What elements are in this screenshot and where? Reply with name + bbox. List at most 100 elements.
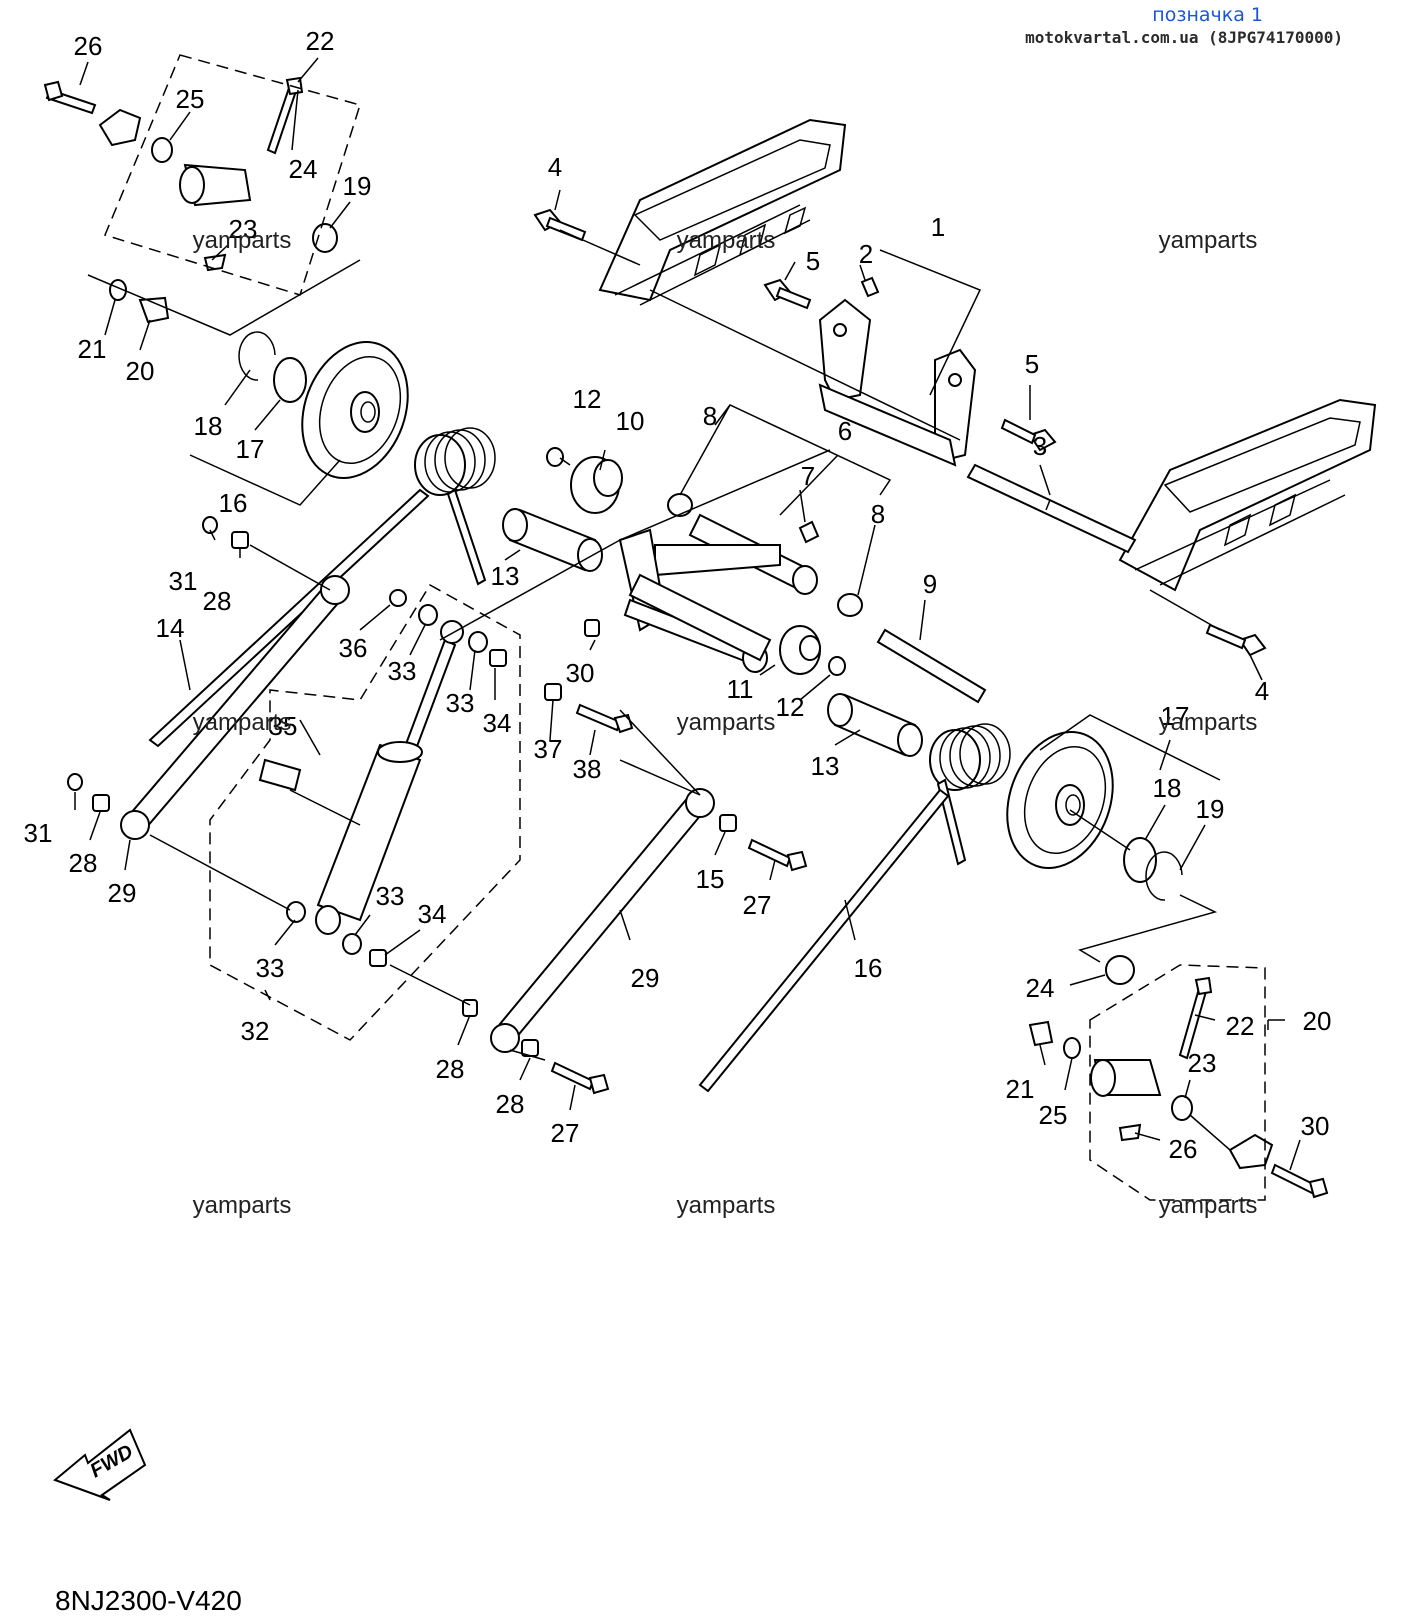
callout-13: 13 [491, 561, 520, 591]
callout-20: 20 [1303, 1006, 1332, 1036]
shaft-3 [966, 463, 1137, 554]
callout-11: 11 [727, 674, 754, 704]
watermark-text: yamparts [193, 227, 292, 254]
callout-10: 10 [616, 406, 645, 436]
callout-17: 17 [236, 434, 265, 464]
callout-23: 23 [229, 214, 258, 244]
fwd-arrow-icon: FWD [53, 1428, 147, 1501]
leader-lines [74, 57, 1301, 1171]
callout-18: 18 [1153, 773, 1182, 803]
callout-33: 33 [446, 688, 475, 718]
bushing-11 [779, 625, 821, 675]
bolt-5-a [763, 278, 812, 310]
bolt-5-b [1000, 418, 1057, 452]
frame-rail-upper [598, 118, 847, 306]
frame-rail-lower [1118, 398, 1377, 592]
callout-16: 16 [219, 488, 248, 518]
circlip-18-upper [238, 331, 276, 381]
callout-19: 19 [1196, 794, 1225, 824]
diagram-source: motokvartal.com.ua (8JPG74170000) [1025, 28, 1343, 47]
callout-28: 28 [203, 586, 232, 616]
bolt-4-upper [533, 208, 587, 242]
torsion-spring-upper [148, 427, 496, 748]
callout-25: 25 [176, 84, 205, 114]
callout-24: 24 [289, 154, 318, 184]
watermark-text: yamparts [1159, 709, 1258, 736]
circlip-18-lower [1145, 851, 1183, 901]
callout-21: 21 [1006, 1074, 1035, 1104]
watermark-text: yamparts [677, 709, 776, 736]
link-arm-29-left [120, 575, 350, 840]
torsion-spring-lower [698, 723, 1011, 1093]
callout-31: 31 [24, 818, 53, 848]
callout-29: 29 [108, 878, 137, 908]
idler-wheel-upper [301, 341, 409, 479]
callout-38: 38 [573, 754, 602, 784]
shock-group-outline [209, 583, 521, 1041]
callout-28: 28 [496, 1089, 525, 1119]
callout-33: 33 [256, 953, 285, 983]
callout-24: 24 [1026, 973, 1055, 1003]
callout-35: 35 [269, 711, 298, 741]
callout-27: 27 [551, 1118, 580, 1148]
callout-30: 30 [1301, 1111, 1330, 1141]
hub-assembly-22-lower [1028, 955, 1329, 1201]
callout-34: 34 [418, 899, 447, 929]
callout-25: 25 [1039, 1100, 1068, 1130]
watermark-text: yamparts [1159, 1192, 1258, 1219]
callout-33: 33 [388, 656, 417, 686]
callout-14: 14 [156, 613, 185, 643]
callout-3: 3 [1033, 431, 1047, 461]
tube-13-upper [502, 508, 603, 572]
callout-19: 19 [343, 171, 372, 201]
link-arm-29-right [490, 788, 715, 1053]
callout-27: 27 [743, 890, 772, 920]
callout-22: 22 [1226, 1011, 1255, 1041]
watermark-text: yamparts [677, 227, 776, 254]
callout-4: 4 [1255, 676, 1269, 706]
callout-1: 1 [931, 212, 945, 242]
grease-nipple-7 [798, 520, 820, 544]
callout-15: 15 [696, 864, 725, 894]
callout-16: 16 [854, 953, 883, 983]
idler-wheel-lower [1006, 731, 1114, 869]
callout-26: 26 [1169, 1134, 1198, 1164]
watermark-text: yamparts [677, 1192, 776, 1219]
callout-28: 28 [436, 1054, 465, 1084]
callout-8: 8 [871, 499, 885, 529]
watermarks: yamparts yamparts yamparts yamparts yamparts… [193, 227, 1258, 1219]
callout-32: 32 [241, 1016, 270, 1046]
callout-26: 26 [74, 31, 103, 61]
watermark-text: yamparts [1159, 227, 1258, 254]
bushing-10 [570, 456, 623, 514]
callout-22: 22 [306, 26, 335, 56]
callout-21: 21 [78, 334, 107, 364]
callout-8: 8 [703, 401, 717, 431]
callout-29: 29 [631, 963, 660, 993]
shock-absorber-32 [258, 620, 464, 935]
callout-31: 31 [169, 566, 198, 596]
callout-18: 18 [194, 411, 223, 441]
callout-20: 20 [126, 356, 155, 386]
callout-2: 2 [859, 239, 873, 269]
watermark-text: yamparts [193, 709, 292, 736]
callout-7: 7 [801, 461, 815, 491]
diagram-code: 8NJ2300-V420 [55, 1585, 242, 1616]
hub-assembly-22-upper [43, 54, 361, 324]
collar-8-a [667, 493, 693, 517]
callout-34: 34 [483, 708, 512, 738]
callout-28: 28 [69, 848, 98, 878]
shock-label-plate [258, 758, 302, 792]
callout-33: 33 [376, 881, 405, 911]
diagram-title[interactable]: позначка 1 [1152, 4, 1263, 26]
pin-9 [876, 628, 987, 704]
bolt-4-lower [1205, 623, 1267, 657]
watermark-text: yamparts [193, 1192, 292, 1219]
tube-13-lower [827, 693, 923, 757]
callout-12: 12 [776, 692, 805, 722]
callout-5: 5 [806, 246, 820, 276]
callout-12: 12 [573, 384, 602, 414]
